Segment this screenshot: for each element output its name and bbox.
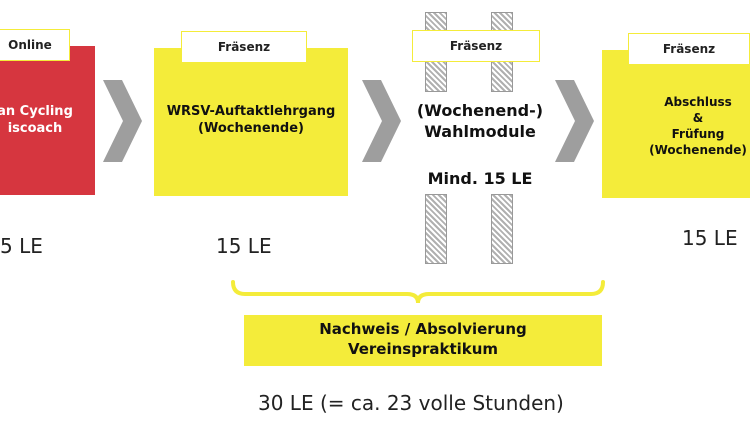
stage4-label: Abschluss & Früfung (Wochenende) [636,88,750,164]
stage1-line2: iscoach [7,121,63,136]
stage2-le: 15 LE [216,234,272,258]
stage2-tag: Fräsenz [181,31,307,63]
stage4-line1: Abschluss [664,95,732,109]
stage3-tag: Fräsenz [412,30,540,62]
stage3-label: (Wochenend-) Wahlmodule [400,100,560,142]
stage4-line3: Früfung [671,127,725,141]
stage3-line1: (Wochenend-) [416,101,544,120]
stage2-box [154,48,348,196]
stage3-line2: Wahlmodule [424,122,536,141]
praktikum-line1: Nachweis / Absolvierung [319,320,527,338]
bracket [231,280,605,304]
hatch-bar-bottom-right [491,194,513,264]
stage4-box [602,50,750,198]
stage1-line1: an Cycling [0,104,73,119]
stage1-tag: Online [0,29,70,61]
stage1-box [0,46,95,195]
chevron-arrow-2 [362,80,401,162]
stage3-min: Mind. 15 LE [427,169,533,188]
stage4-le: 15 LE [682,226,738,250]
praktikum-line2: Vereinspraktikum [347,340,499,358]
hatch-bar-bottom-left [425,194,447,264]
chevron-arrow-3 [555,80,594,162]
chevron-arrow-1 [103,80,142,162]
total-le: 30 LE (= ca. 23 volle Stunden) [258,391,564,415]
praktikum-box [244,315,602,366]
praktikum-label: Nachweis / Absolvierung Vereinspraktikum [244,319,602,359]
stage4-line4: (Wochenende) [649,143,747,157]
stage1-label: an Cycling iscoach [0,100,90,140]
stage2-label: WRSV-Auftaktlehrgang (Wochenende) [154,100,348,140]
stage2-line1: WRSV-Auftaktlehrgang [166,104,336,119]
stage4-line2: & [692,111,704,125]
stage2-line2: (Wochenende) [198,121,304,136]
stage4-tag: Fräsenz [628,33,750,65]
stage1-le: 5 LE [0,234,43,258]
